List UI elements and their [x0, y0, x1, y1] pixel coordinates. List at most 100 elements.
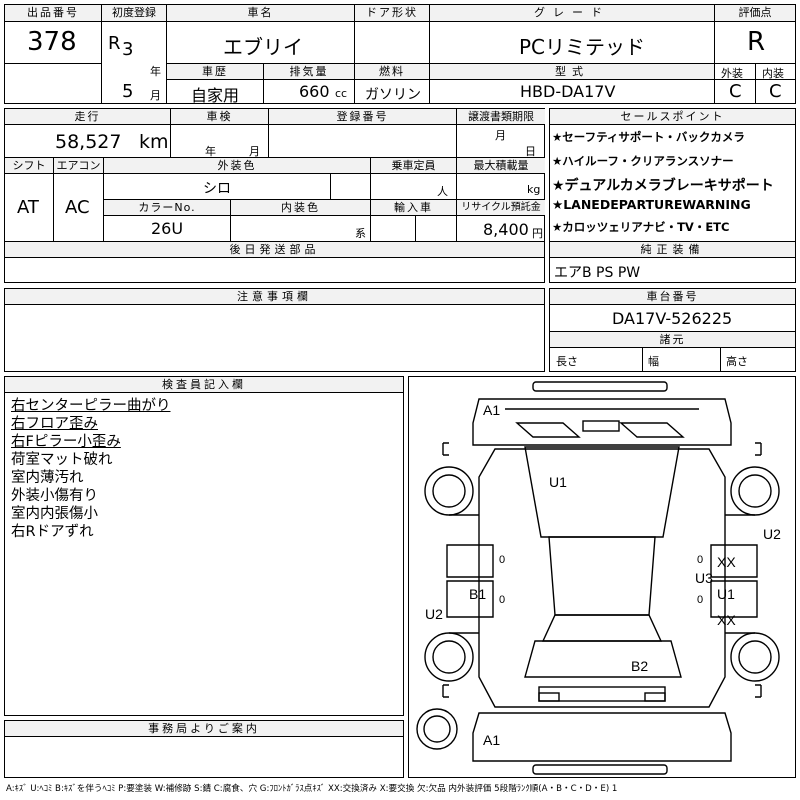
inspector-note: 室内内張傷小	[11, 506, 98, 522]
transfer-day: 日	[525, 145, 536, 158]
month-value: 5	[122, 81, 134, 102]
equip-value: エアB PS PW	[554, 265, 641, 281]
sales-label: セールスポイント	[550, 109, 795, 125]
int-color-label: 内装色	[231, 200, 370, 216]
damage-mark: U1	[549, 474, 567, 490]
damage-mark: A1	[483, 732, 500, 748]
inspector-note: 室内薄汚れ	[11, 470, 84, 486]
chassis-label: 車台番号	[550, 289, 795, 305]
inspector-label: 検査員記入欄	[5, 377, 403, 393]
color-no-value: 26U	[151, 219, 184, 238]
inspect-year: 年	[205, 145, 216, 158]
model-value: HBD-DA17V	[520, 82, 616, 101]
int-grade: C	[769, 81, 782, 102]
office-box: 事務局よりご案内	[4, 720, 404, 778]
later-parts-label: 後日発送部品	[5, 242, 544, 258]
disp-label: 排気量	[264, 64, 354, 80]
recycle-unit: 円	[532, 227, 543, 240]
first-reg-cell: 初度登録 R 3 年 5 月	[102, 5, 166, 103]
inspector-note: 右センターピラー曲がり	[11, 398, 171, 414]
recycle-label: リサイクル預託金	[457, 200, 545, 216]
inspector-box: 検査員記入欄 右センターピラー曲がり 右フロア歪み 右Fピラー小歪み 荷室マット…	[4, 376, 404, 716]
caution-label: 注意事項欄	[5, 289, 544, 305]
year-unit: 年	[150, 65, 161, 78]
score-value: R	[747, 27, 766, 57]
grade-value: PCリミテッド	[519, 35, 646, 59]
zero-mark: 0	[697, 594, 703, 606]
dims-height: 高さ	[726, 355, 748, 368]
inspector-note: 荷室マット破れ	[11, 452, 113, 468]
month-unit: 月	[150, 89, 161, 102]
damage-mark: U1	[717, 586, 735, 602]
damage-mark: U2	[763, 526, 781, 542]
car-diagram: A1 U1 U2 B1 U3 U1 XX XX U2 B2 A1 0 0 0 0	[408, 376, 796, 778]
equip-label: 純正装備	[550, 242, 795, 258]
cap-label: 乗車定員	[371, 158, 456, 174]
reg-label: 登録番号	[269, 109, 456, 125]
color-no-label: カラーNo.	[104, 200, 230, 216]
disp-unit: cc	[335, 87, 348, 100]
model-label: 型式	[430, 64, 714, 80]
shift-value: AT	[17, 197, 39, 218]
chassis-value: DA17V-526225	[612, 309, 733, 328]
office-label: 事務局よりご案内	[5, 721, 403, 737]
transfer-label: 譲渡書類期限	[457, 109, 545, 125]
era: R	[108, 33, 121, 54]
lot-number: 378	[27, 27, 77, 57]
inspector-note: 右フロア歪み	[11, 416, 98, 432]
color-value: シロ	[203, 181, 231, 197]
transfer-month: 月	[495, 129, 506, 142]
name-label: 車名	[167, 5, 354, 22]
ext-label: 外装	[721, 67, 743, 80]
color-label: 外装色	[104, 158, 370, 174]
zero-mark: 0	[499, 594, 505, 606]
car-outline-diagram: A1 U1 U2 B1 U3 U1 XX XX U2 B2 A1 0 0 0 0	[416, 381, 781, 775]
load-unit: kg	[527, 183, 541, 196]
grade-label: グレード	[430, 5, 714, 22]
inspector-note: 右Fピラー小歪み	[11, 434, 121, 450]
inspect-month: 月	[249, 145, 260, 158]
damage-mark: U2	[425, 606, 443, 622]
sales-item: ★カロッツェリアナビ・TV・ETC	[552, 220, 730, 234]
dims-label: 諸元	[550, 332, 795, 348]
mileage-value: 58,527	[55, 131, 122, 153]
sales-item: ★LANEDEPARTUREWARNING	[552, 197, 751, 212]
year-value: 3	[122, 39, 134, 60]
fuel-label: 燃料	[355, 64, 429, 80]
score-label: 評価点	[715, 5, 795, 22]
zero-mark: 0	[499, 554, 505, 566]
inspector-note: 右Rドアずれ	[11, 524, 94, 540]
damage-mark: U3	[695, 570, 713, 586]
inspector-note: 外装小傷有り	[11, 488, 98, 504]
cap-unit: 人	[437, 185, 448, 198]
header-grid: 出品番号 378 初度登録 R 3 年 5 月 車名 エブリイ ドア形状 グレー…	[4, 4, 796, 105]
ac-value: AC	[65, 197, 90, 218]
sales-item: ★ハイルーフ・クリアランスソナー	[552, 154, 734, 168]
mileage-unit: km	[139, 131, 169, 153]
zero-mark: 0	[697, 554, 703, 566]
damage-mark: A1	[483, 402, 500, 418]
damage-mark: XX	[717, 554, 736, 570]
disp-value: 660	[299, 82, 330, 101]
spec-grid: 走行 58,527 km 車検 年 月 登録番号 譲渡書類期限 月 日 シフト …	[4, 108, 545, 283]
mileage-label: 走行	[5, 109, 170, 125]
car-name: エブリイ	[223, 35, 303, 59]
recycle-value: 8,400	[483, 220, 529, 239]
lot-cell: 出品番号 378	[5, 5, 101, 103]
shift-label: シフト	[5, 158, 53, 174]
int-color-unit: 系	[355, 227, 366, 240]
fuel-value: ガソリン	[365, 87, 421, 103]
sales-item: ★セーフティサポート・バックカメラ	[552, 130, 745, 144]
sales-points: セールスポイント ★セーフティサポート・バックカメラ ★ハイルーフ・クリアランス…	[549, 108, 796, 283]
caution-box: 注意事項欄	[4, 288, 545, 372]
damage-mark: XX	[717, 612, 736, 628]
first-reg-label: 初度登録	[102, 5, 166, 22]
lot-label: 出品番号	[5, 5, 101, 22]
damage-mark: B1	[469, 586, 486, 602]
damage-mark: B2	[631, 658, 648, 674]
int-label: 内装	[762, 67, 784, 80]
chassis-box: 車台番号 DA17V-526225 諸元 長さ 幅 高さ	[549, 288, 796, 372]
sales-item: ★デュアルカメラブレーキサポート	[552, 178, 774, 194]
dims-width: 幅	[648, 355, 659, 368]
load-label: 最大積載量	[457, 158, 545, 174]
